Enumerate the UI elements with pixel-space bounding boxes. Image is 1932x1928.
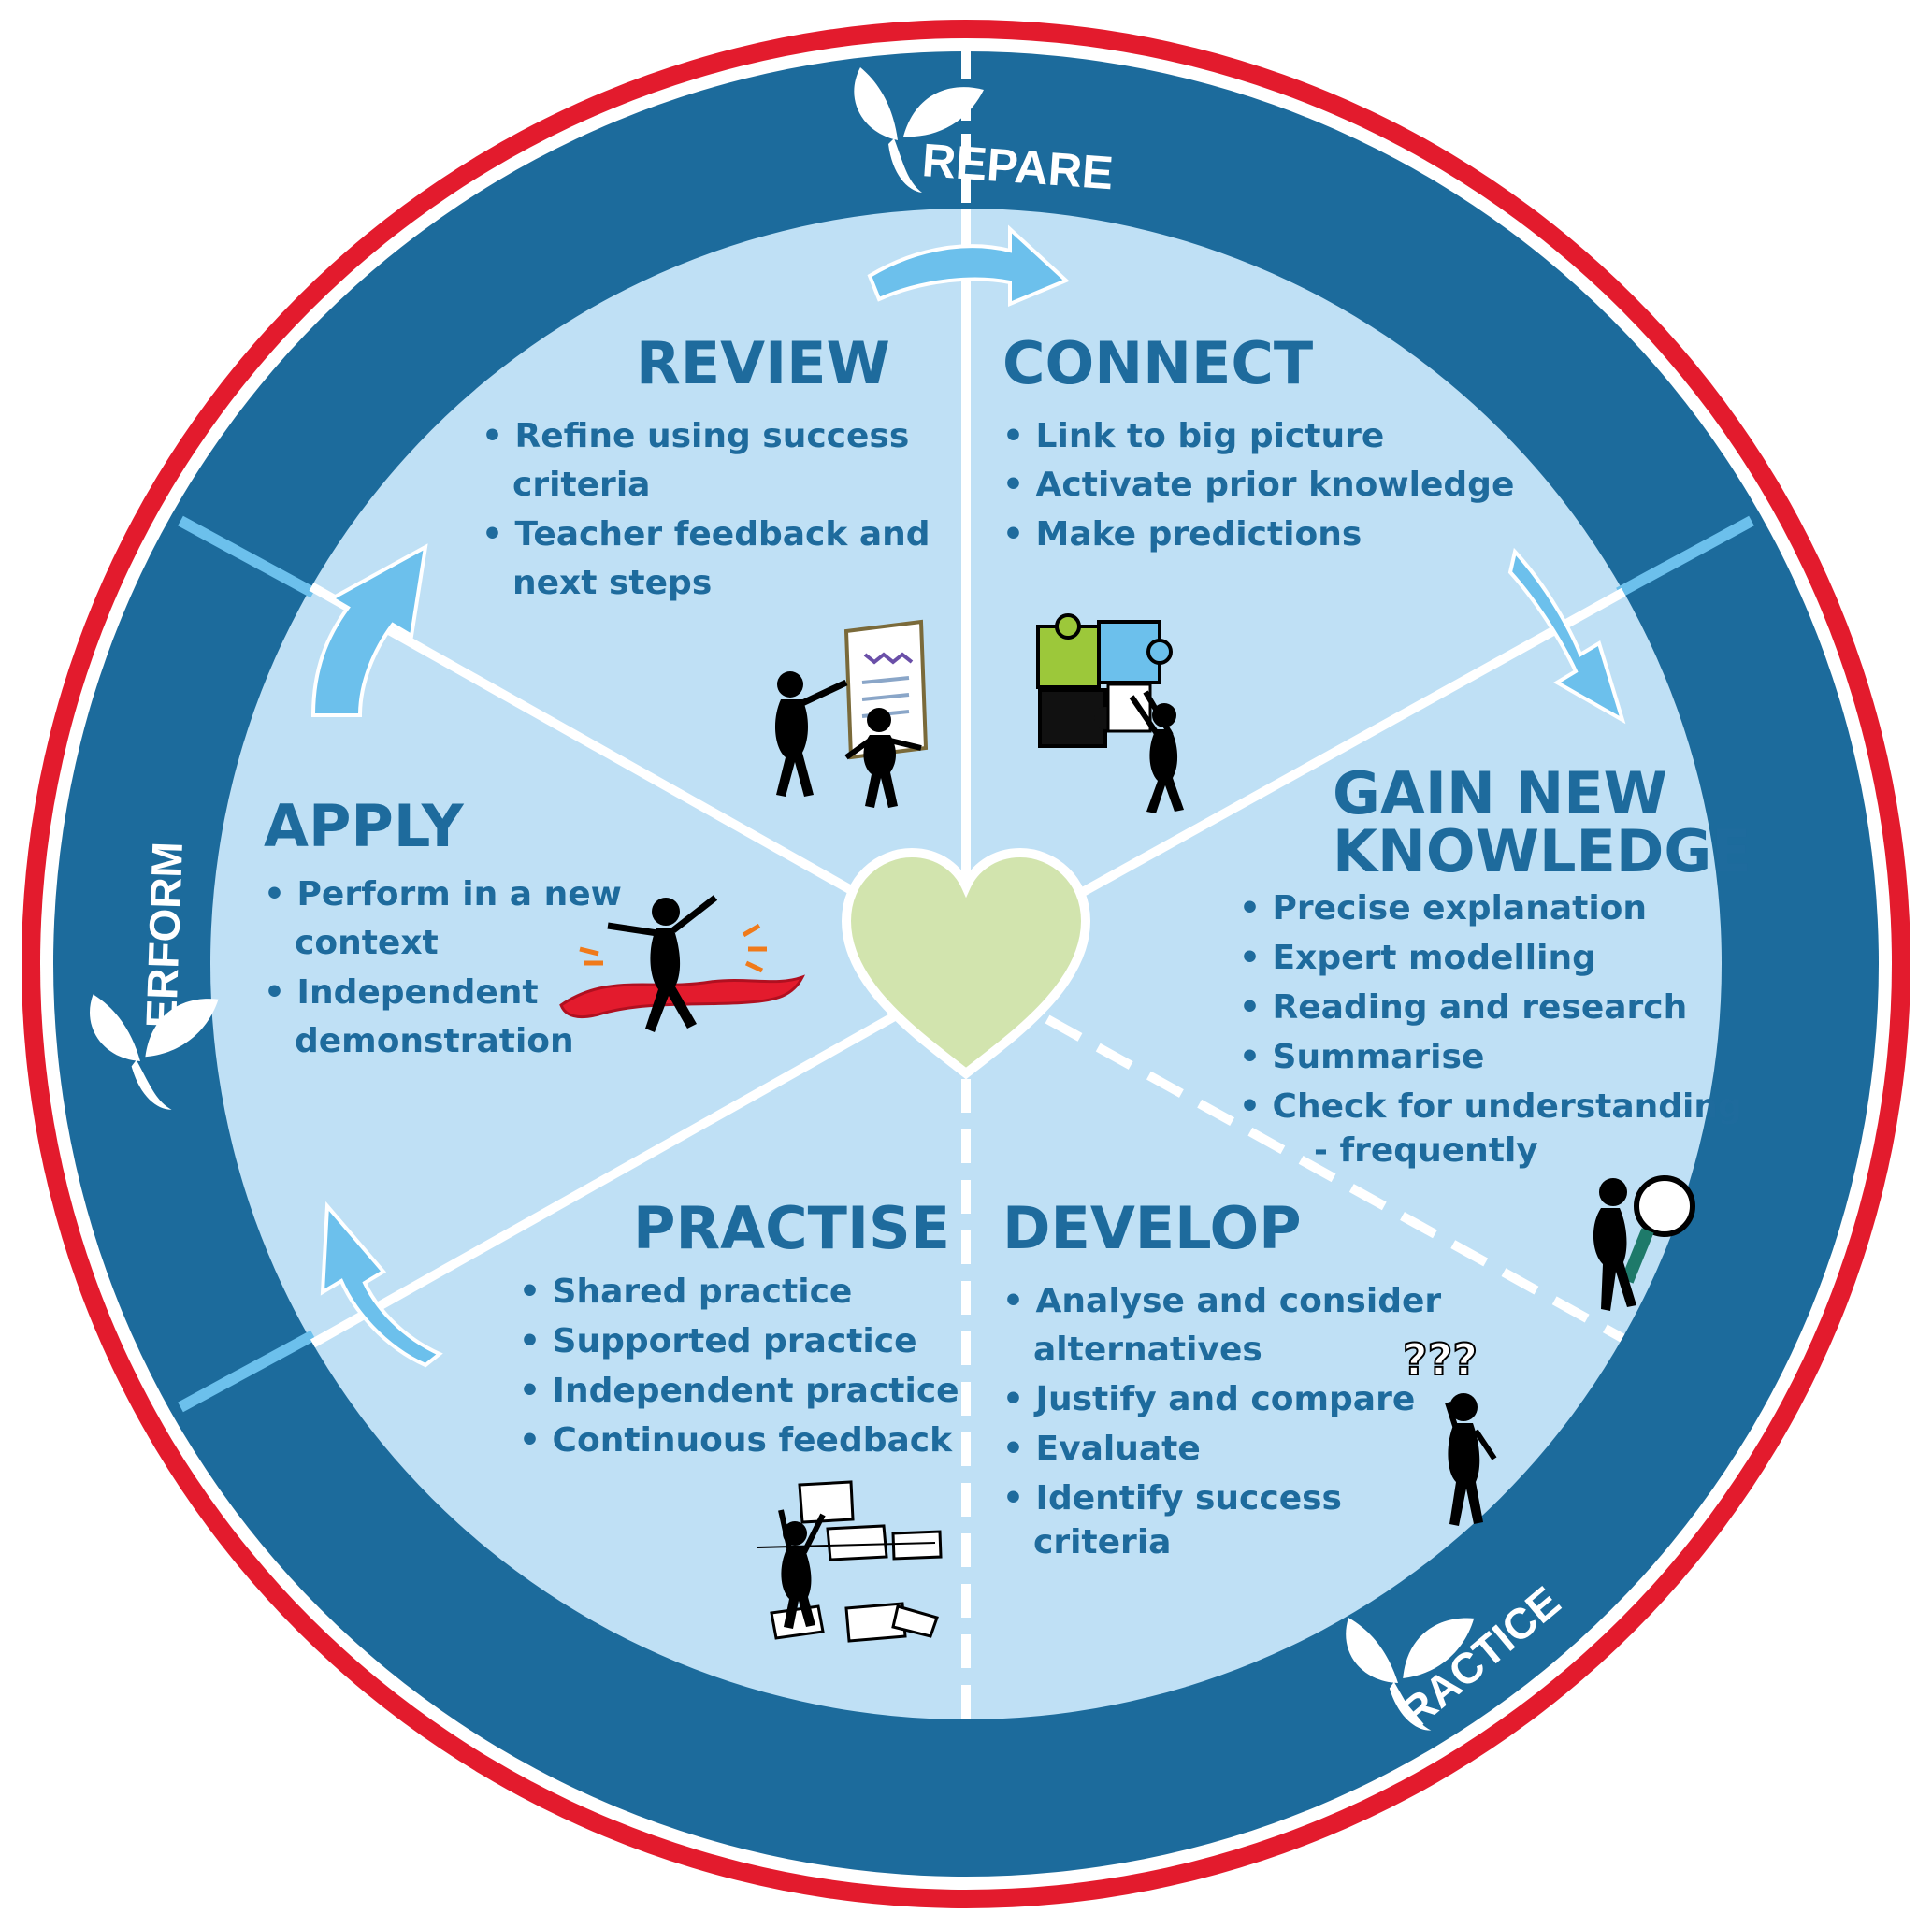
gain-title-line-1: GAIN NEW: [1333, 759, 1667, 827]
gain-item: • Reading and research: [1239, 988, 1687, 1027]
perform-text: ERFORM: [137, 841, 192, 1029]
develop-item: • Justify and compare: [1002, 1380, 1415, 1418]
review-title: REVIEW: [636, 329, 890, 397]
spoke-lower-left: [296, 1010, 901, 1356]
apply-segment: APPLY • Perform in a new context • Indep…: [264, 792, 622, 1060]
cycle-arrow-lower-left: [320, 1201, 443, 1368]
cycle-arrow-right: [1507, 547, 1626, 725]
connect-item: • Make predictions: [1002, 515, 1362, 554]
review-segment: REVIEW • Refine using success criteria •…: [482, 329, 930, 602]
person-with-papers-icon: [757, 1480, 943, 1643]
develop-item: • Identify success: [1002, 1479, 1342, 1518]
cycle-arrow-top: [867, 224, 1070, 307]
practise-item: • Continuous feedback: [519, 1421, 953, 1460]
review-item: • Refine using success: [482, 417, 909, 455]
gain-item: • Expert modelling: [1239, 939, 1596, 977]
band-divider-upper-left: [178, 515, 316, 598]
practise-item: • Independent practice: [519, 1372, 959, 1410]
review-item-cont: next steps: [512, 564, 712, 602]
practise-item: • Supported practice: [519, 1322, 917, 1360]
perform-label: ERFORM: [86, 841, 233, 1119]
puzzle-person-icon: [1036, 613, 1184, 813]
gain-item-cont: - frequently: [1314, 1131, 1538, 1170]
connect-item: • Link to big picture: [1002, 417, 1384, 455]
connect-item: • Activate prior knowledge: [1002, 466, 1514, 504]
apply-item-cont: demonstration: [295, 1022, 574, 1060]
band-divider-lower-left: [178, 1330, 316, 1413]
heart-icon: [841, 847, 1091, 1080]
connect-title: CONNECT: [1002, 329, 1313, 397]
spoke-upper-right: [1045, 575, 1649, 916]
apply-item: • Perform in a new: [264, 875, 622, 914]
finish-line-runner-icon: [559, 895, 806, 1032]
apply-title: APPLY: [264, 792, 465, 860]
practise-title: PRACTISE: [633, 1194, 950, 1262]
practise-segment: PRACTISE • Shared practice • Supported p…: [519, 1194, 959, 1460]
develop-item-cont: alternatives: [1033, 1331, 1262, 1369]
apply-item-cont: context: [295, 924, 439, 962]
people-with-chart-icon: [774, 619, 929, 808]
connect-segment: CONNECT • Link to big picture • Activate…: [1002, 329, 1514, 554]
spoke-upper-left: [296, 575, 901, 921]
magnifier-person-icon: [1593, 1175, 1695, 1311]
gain-item: • Summarise: [1239, 1038, 1484, 1076]
gain-knowledge-segment: GAIN NEW KNOWLEDGE • Precise explanation…: [1239, 759, 1752, 1170]
apply-item: • Independent: [264, 973, 539, 1012]
gain-item: • Precise explanation: [1239, 889, 1647, 928]
practise-item: • Shared practice: [519, 1273, 852, 1311]
develop-item-cont: criteria: [1033, 1523, 1171, 1561]
review-item-cont: criteria: [512, 466, 650, 504]
develop-segment: DEVELOP • Analyse and consider alternati…: [1002, 1194, 1441, 1561]
question-marks: ???: [1403, 1334, 1478, 1385]
thinking-person-icon: ???: [1402, 1333, 1497, 1526]
band-divider-right: [1616, 515, 1754, 598]
gain-title-line-2: KNOWLEDGE: [1333, 817, 1752, 885]
develop-item: • Analyse and consider: [1002, 1282, 1441, 1320]
develop-item: • Evaluate: [1002, 1430, 1201, 1468]
gain-item: • Check for understanding: [1239, 1087, 1742, 1126]
develop-title: DEVELOP: [1002, 1194, 1302, 1262]
cycle-arrow-upper-left: [310, 543, 428, 717]
review-item: • Teacher feedback and: [482, 515, 930, 554]
